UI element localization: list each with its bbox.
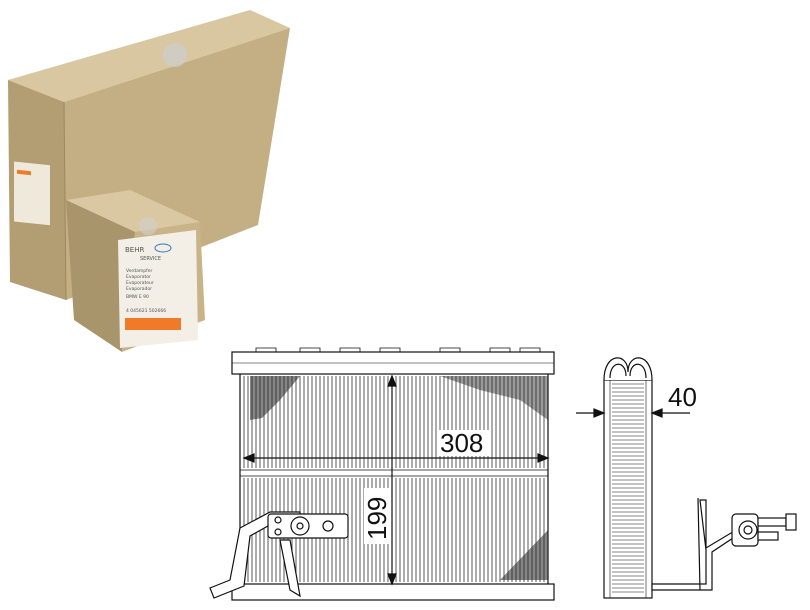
brand-sub-label: SERVICE bbox=[140, 256, 161, 262]
width-label: 308 bbox=[440, 428, 483, 458]
small-box: BEHR SERVICE Verdampfer Evaporator Evapo… bbox=[66, 190, 205, 352]
depth-label: 40 bbox=[668, 382, 697, 412]
box-line-5: BMW E 90 bbox=[126, 294, 149, 300]
large-box-label bbox=[14, 161, 50, 226]
width-dimension: 308 bbox=[242, 428, 550, 463]
barcode-text: 4 045621 502666 bbox=[126, 308, 166, 314]
inlet-fitting bbox=[209, 511, 349, 599]
box-line-3: Evaporateur bbox=[126, 280, 154, 286]
box-line-1: Verdampfer bbox=[126, 268, 152, 274]
fin-shade-top-left bbox=[250, 376, 300, 420]
height-dimension: 199 bbox=[362, 374, 397, 586]
seal-icon-small bbox=[139, 217, 157, 235]
evaporator-side-view bbox=[603, 357, 797, 599]
hella-logo-icon bbox=[154, 243, 172, 253]
side-fins bbox=[612, 383, 644, 593]
fin-shade-bottom-right bbox=[500, 530, 548, 580]
side-pipe bbox=[651, 499, 737, 591]
evaporator-front-view bbox=[209, 347, 555, 601]
product-packaging: BEHR SERVICE Verdampfer Evaporator Evapo… bbox=[8, 10, 290, 352]
depth-dimension: 40 bbox=[576, 382, 697, 418]
brand-logo: BEHR bbox=[125, 246, 144, 254]
box-line-4: Evaporador bbox=[126, 286, 152, 292]
box-line-2: Evaporator bbox=[126, 274, 151, 280]
label-accent-bar bbox=[125, 318, 181, 330]
height-label: 199 bbox=[362, 497, 392, 540]
fin-shade-top-right bbox=[440, 376, 548, 420]
seal-icon bbox=[163, 43, 187, 67]
